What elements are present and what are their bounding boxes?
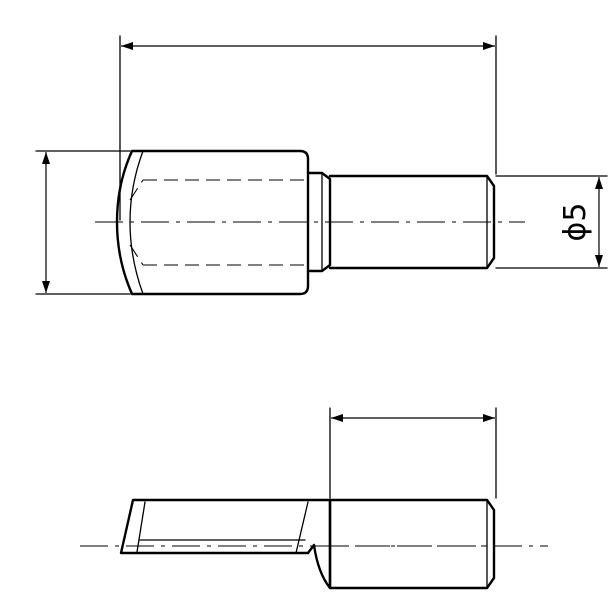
top-view: ϕ5 <box>35 35 608 296</box>
wedge-edge-line <box>136 501 146 553</box>
hidden-slant-lower <box>129 244 144 266</box>
head-outline <box>115 149 310 296</box>
diameter-label: ϕ5 <box>558 203 593 242</box>
side-pin-outline <box>328 498 496 590</box>
hidden-slant-upper <box>129 179 144 201</box>
pin-outline <box>328 174 496 270</box>
side-view <box>80 407 548 590</box>
wedge-outline <box>119 498 332 590</box>
wedge-inner-edge <box>295 501 309 554</box>
